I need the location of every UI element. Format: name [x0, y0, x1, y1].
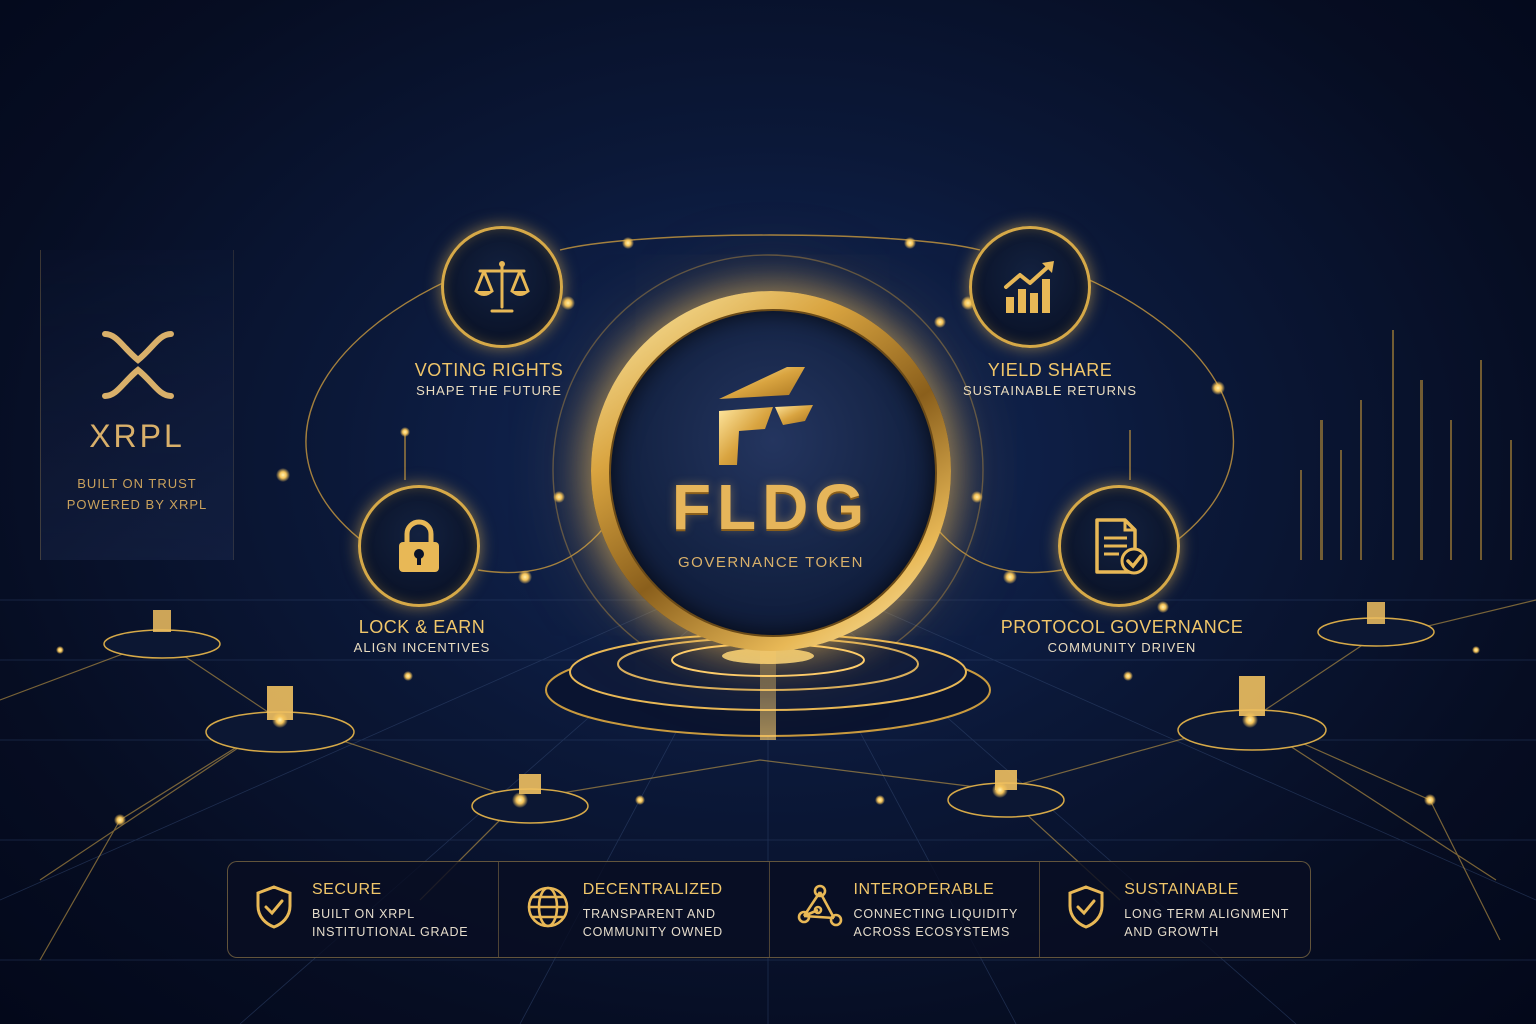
benefits-bar: SECURE BUILT ON XRPL INSTITUTIONAL GRADE… — [227, 861, 1311, 958]
xrpl-tagline-1: BUILT ON TRUST — [77, 476, 197, 491]
shield-check-icon — [1068, 885, 1104, 929]
benefit-title: DECENTRALIZED — [582, 881, 723, 898]
benefit-sustainable: SUSTAINABLE LONG TERM ALIGNMENT AND GROW… — [1039, 862, 1310, 957]
benefit-line: LONG TERM ALIGNMENT — [1124, 907, 1290, 921]
xrpl-name: XRPL — [89, 418, 185, 454]
xrpl-panel: XRPL BUILT ON TRUST POWERED BY XRPL — [40, 250, 234, 560]
globe-icon — [527, 886, 569, 928]
benefit-line: COMMUNITY OWNED — [582, 925, 723, 939]
network-nodes-icon — [797, 884, 842, 927]
growth-chart-icon — [1004, 261, 1054, 313]
yield-share-title: YIELD SHARE — [987, 360, 1113, 380]
protocol-governance-title: PROTOCOL GOVERNANCE — [1000, 617, 1244, 637]
benefit-line: ACROSS ECOSYSTEMS — [853, 925, 1011, 939]
yield-share-badge — [969, 226, 1091, 348]
token-subtitle: GOVERNANCE TOKEN — [678, 554, 864, 571]
protocol-governance-subtitle: COMMUNITY DRIVEN — [1047, 640, 1197, 655]
fldg-coin — [609, 309, 937, 637]
benefit-line: BUILT ON XRPL — [312, 907, 416, 921]
shield-check-icon — [256, 885, 292, 929]
lock-earn-title: LOCK & EARN — [358, 617, 486, 637]
voting-rights-title: VOTING RIGHTS — [414, 360, 564, 380]
node-platforms — [103, 602, 1435, 824]
benefit-line: INSTITUTIONAL GRADE — [312, 925, 469, 939]
fldg-logo-icon — [719, 367, 813, 465]
protocol-governance-badge — [1058, 485, 1180, 607]
voting-rights-subtitle: SHAPE THE FUTURE — [416, 383, 562, 398]
voting-rights-badge — [441, 226, 563, 348]
benefit-line: TRANSPARENT AND — [582, 907, 716, 921]
token-symbol: FLDG — [671, 471, 871, 543]
coin-pedestal — [545, 600, 991, 740]
scales-icon — [474, 261, 530, 313]
benefit-line: CONNECTING LIQUIDITY — [853, 907, 1019, 921]
document-check-icon — [1095, 518, 1148, 575]
city-lights — [1300, 330, 1512, 560]
benefit-title: SUSTAINABLE — [1124, 881, 1239, 898]
benefit-secure: SECURE BUILT ON XRPL INSTITUTIONAL GRADE — [228, 862, 498, 957]
xrpl-tagline-2: POWERED BY XRPL — [66, 497, 208, 512]
lock-earn-badge — [358, 485, 480, 607]
xrpl-logo-icon — [102, 331, 174, 399]
padlock-icon — [399, 519, 439, 572]
benefit-title: INTEROPERABLE — [853, 881, 995, 898]
lock-earn-subtitle: ALIGN INCENTIVES — [353, 640, 491, 655]
benefit-title: SECURE — [312, 881, 382, 898]
yield-share-subtitle: SUSTAINABLE RETURNS — [962, 383, 1138, 398]
benefit-decentralized: DECENTRALIZED TRANSPARENT AND COMMUNITY … — [497, 862, 769, 957]
benefit-line: AND GROWTH — [1124, 925, 1220, 939]
glow-dots — [56, 237, 1480, 826]
benefit-interoperable: INTEROPERABLE CONNECTING LIQUIDITY ACROS… — [768, 862, 1040, 957]
